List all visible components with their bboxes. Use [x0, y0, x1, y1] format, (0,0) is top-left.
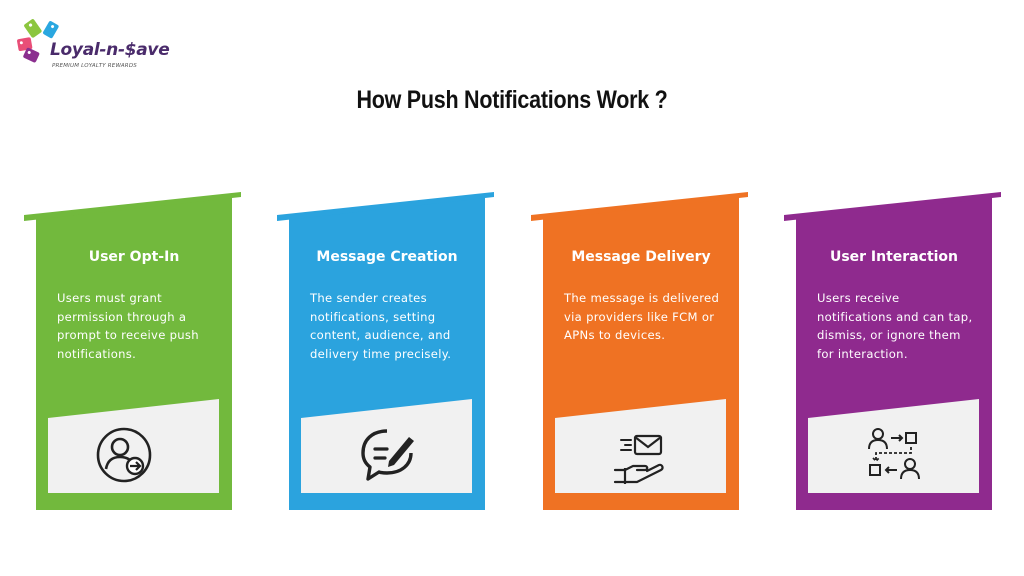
chat-pen-icon [361, 429, 414, 481]
card-title: Message Creation [316, 249, 458, 265]
card-background [24, 192, 241, 510]
card-message-creation: Message Creation The sender creates noti… [277, 185, 497, 510]
card-body: Users receive notifications and can tap,… [817, 291, 973, 361]
card-body: The message is delivered via providers l… [564, 291, 720, 343]
card-background [277, 192, 494, 510]
logo-name: Loyal-n-$ave [50, 40, 170, 60]
card-body: The sender creates notifications, settin… [310, 291, 452, 361]
card-background [784, 192, 1001, 510]
logo: Loyal-n-$ave PREMIUM LOYALTY REWARDS [12, 16, 182, 76]
card-user-opt-in: User Opt-In Users must grant permission … [24, 185, 244, 510]
logo-tags-icon [17, 19, 59, 63]
page-title: How Push Notifications Work ? [356, 86, 668, 114]
card-body: Users must grant permission through a pr… [57, 291, 199, 361]
card-background [531, 192, 748, 510]
card-title: Message Delivery [571, 249, 711, 265]
card-message-delivery: Message Delivery The message is delivere… [531, 185, 751, 510]
card-user-interaction: User Interaction Users receive notificat… [784, 185, 1004, 510]
user-arrow-icon [96, 427, 152, 483]
hand-envelope-icon [613, 434, 664, 484]
card-title: User Opt-In [88, 249, 180, 265]
card-title: User Interaction [829, 249, 959, 265]
users-exchange-icon [868, 428, 920, 480]
logo-tagline: PREMIUM LOYALTY REWARDS [52, 63, 137, 69]
